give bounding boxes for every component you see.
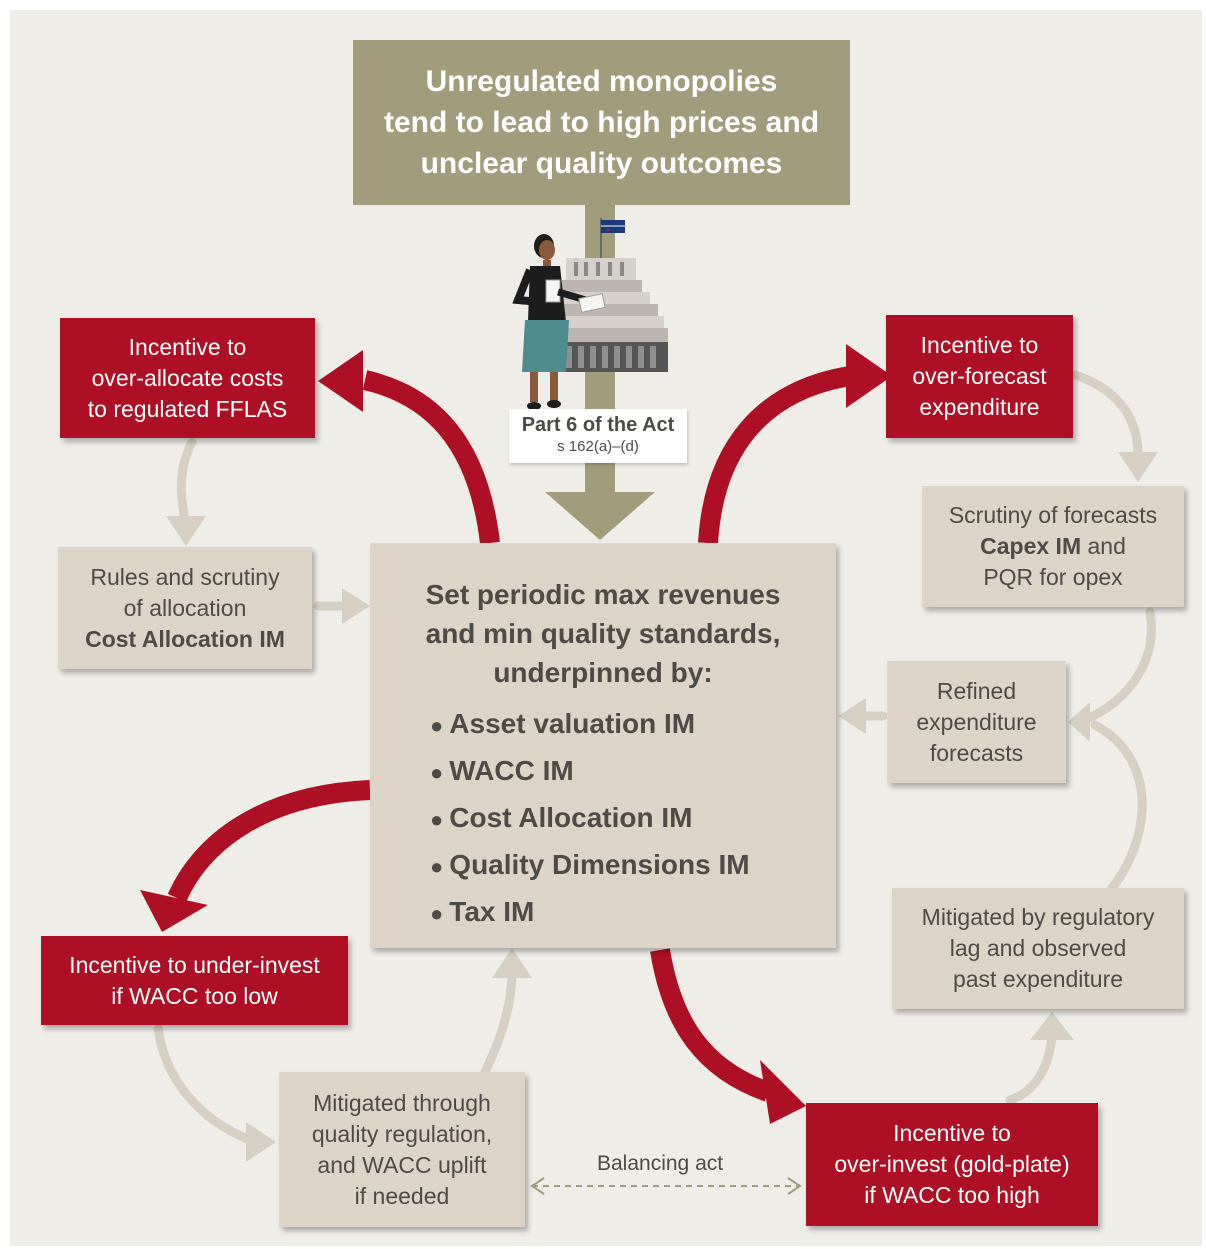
grey-arrow-lag-to-refined — [1090, 720, 1147, 893]
red-arrow-to-overallocate — [362, 370, 500, 545]
grey-arrow-overinvest-to-lag — [1005, 1030, 1057, 1105]
box-line: over-allocate costs — [91, 364, 284, 391]
grey-head-center-from-mitigated — [492, 948, 532, 978]
overforecast-incentive-box: Incentive to over-forecast expenditure — [886, 315, 1073, 438]
red-arrow-to-overforecast — [698, 366, 852, 544]
top-statement-line: unclear quality outcomes — [420, 147, 783, 180]
box-line: Incentive to — [893, 1120, 1011, 1146]
box-line: expenditure — [916, 708, 1037, 735]
box-line: Incentive to — [920, 332, 1039, 358]
grey-head-center-from-refined — [838, 698, 866, 734]
box-line: past expenditure — [952, 966, 1124, 992]
im-list-item: ●Tax IM — [430, 896, 535, 927]
box-line: forecasts — [929, 739, 1024, 766]
grey-head-mitigated — [246, 1122, 276, 1162]
box-line: expenditure — [919, 394, 1040, 420]
box-line: lag and observed — [949, 935, 1127, 961]
box-line-bold: Cost Allocation IM — [85, 625, 285, 652]
box-line-bold: Capex IM — [980, 533, 1082, 559]
top-statement-box: Unregulated monopolies tend to lead to h… — [353, 40, 850, 205]
box-line: Incentive to under-invest — [69, 951, 320, 978]
grey-head-lag — [1030, 1012, 1074, 1040]
parliament-building-icon — [556, 218, 668, 372]
box-line: PQR for opex — [983, 564, 1123, 590]
box-line: Refined — [936, 677, 1017, 704]
center-heading-line: and min quality standards, — [425, 618, 781, 649]
act-label-subtitle: s 162(a)–(d) — [557, 438, 639, 455]
box-line: Scrutiny of forecasts — [948, 502, 1158, 528]
grey-head-refined-from-scrutiny — [1068, 702, 1090, 742]
woman-figure-icon — [512, 234, 606, 410]
im-list-item: ●Asset valuation IM — [430, 708, 696, 739]
box-line: over-forecast — [912, 363, 1047, 389]
overinvest-incentive-box: Incentive to over-invest (gold-plate) if… — [806, 1103, 1098, 1226]
box-line: if WACC too high — [864, 1182, 1040, 1208]
grey-head-scrutiny — [1118, 452, 1158, 482]
im-list-item: ●Quality Dimensions IM — [430, 849, 750, 880]
box-line: over-invest (gold-plate) — [834, 1151, 1070, 1177]
top-statement-line: Unregulated monopolies — [425, 65, 778, 98]
underinvest-incentive-box: Incentive to under-invest if WACC too lo… — [41, 936, 348, 1025]
box-line: quality regulation, — [311, 1120, 493, 1147]
box-line: Rules and scrutiny — [90, 563, 280, 590]
box-line: if WACC too low — [111, 982, 278, 1009]
overallocate-incentive-box: Incentive to over-allocate costs to regu… — [60, 318, 315, 438]
mitigated-quality-box: Mitigated through quality regulation, an… — [279, 1072, 525, 1227]
center-heading-line: Set periodic max revenues — [425, 579, 781, 610]
top-statement-line: tend to lead to high prices and — [383, 106, 820, 139]
box-line: Incentive to — [128, 333, 247, 360]
grey-arrow-scrutiny-to-refined — [1080, 607, 1156, 725]
red-head-overinvest — [760, 1060, 806, 1124]
balancing-arrow — [530, 1177, 802, 1195]
red-head-overallocate — [318, 350, 363, 412]
grey-head-center-from-rules — [342, 588, 370, 624]
grey-arrow-overallocate-to-rules — [176, 437, 197, 525]
box-line: of allocation — [123, 594, 247, 621]
rules-allocation-box: Rules and scrutiny of allocation Cost Al… — [58, 547, 312, 669]
grey-head-rules — [166, 516, 206, 546]
red-head-underinvest — [140, 890, 208, 932]
im-list-item-label: Quality Dimensions IM — [449, 849, 750, 880]
box-line: if needed — [354, 1182, 450, 1209]
scrutiny-forecasts-box: Scrutiny of forecasts Capex IM and PQR f… — [922, 486, 1184, 607]
im-list-item-label: Asset valuation IM — [449, 708, 696, 739]
box-line: Mitigated through — [313, 1089, 491, 1116]
box-line: Capex IM and — [980, 531, 1126, 562]
mitigated-lag-box: Mitigated by regulatory lag and observed… — [892, 888, 1184, 1009]
balancing-act-label: Balancing act — [597, 1152, 724, 1175]
refined-forecasts-box: Refined expenditure forecasts — [887, 661, 1066, 783]
act-label-title: Part 6 of the Act — [521, 414, 675, 436]
red-head-overforecast — [846, 344, 892, 408]
im-list-item: ●WACC IM — [430, 755, 574, 786]
center-box: Set periodic max revenues and min qualit… — [370, 543, 836, 948]
center-heading-line: underpinned by: — [493, 657, 713, 688]
center-heading: Set periodic max revenues and min qualit… — [370, 575, 836, 692]
box-line: Mitigated by regulatory — [921, 904, 1155, 930]
im-list-item-label: WACC IM — [449, 755, 574, 786]
box-line: to regulated FFLAS — [87, 395, 288, 422]
red-arrow-to-underinvest — [167, 780, 371, 903]
box-line-rest: and — [1081, 533, 1126, 559]
grey-arrow-overforecast-to-scrutiny — [1070, 370, 1143, 460]
im-list-item: ●Cost Allocation IM — [430, 802, 693, 833]
act-label: Part 6 of the Act s 162(a)–(d) — [509, 409, 687, 463]
grey-arrow-mitigated-to-center — [480, 965, 517, 1077]
red-arrow-to-overinvest — [650, 948, 772, 1102]
im-list: ●Asset valuation IM ●WACC IM ●Cost Alloc… — [430, 701, 750, 936]
im-list-item-label: Cost Allocation IM — [449, 802, 693, 833]
im-list-item-label: Tax IM — [449, 896, 535, 927]
grey-arrow-underinvest-to-mitigated — [153, 1023, 255, 1145]
box-line: and WACC uplift — [317, 1151, 487, 1178]
